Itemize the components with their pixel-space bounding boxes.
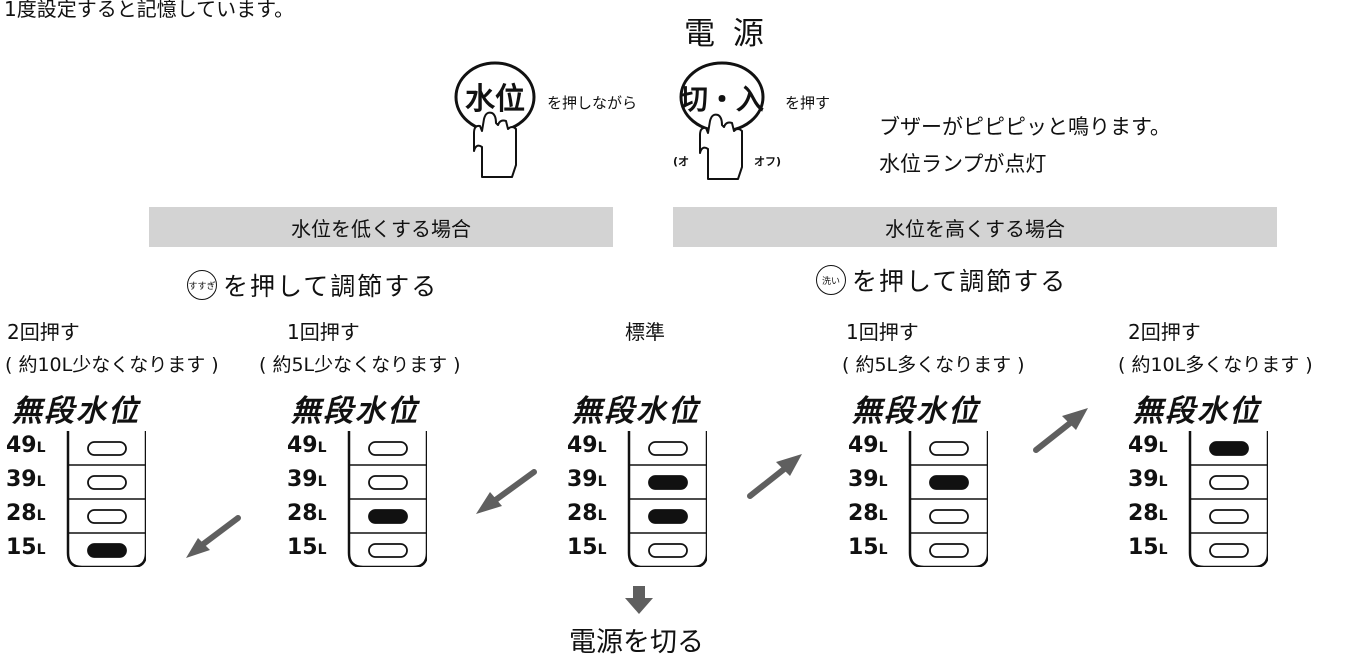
level-label-28: 28L <box>6 501 46 526</box>
lower-level-banner: 水位を低くする場合 <box>149 207 613 247</box>
pressing-hand-icon <box>699 113 743 180</box>
level-label-39: 39L <box>1128 467 1168 492</box>
level-panel-4: 49L 39L 28L 15L <box>848 431 990 569</box>
power-right-label: オフ) <box>754 155 782 168</box>
level-label-39: 39L <box>6 467 46 492</box>
lamp-off-15 <box>929 543 969 558</box>
arrow-down-left-icon <box>476 469 537 514</box>
lamp-off-15 <box>368 543 408 558</box>
higher-instruction-text: を押して調節する <box>852 267 1068 296</box>
panel-title-4: 無段水位 <box>852 394 980 429</box>
panel-title-1: 無段水位 <box>12 394 140 429</box>
press-while-text: を押しながら <box>547 94 638 112</box>
level-label-15: 15L <box>1128 535 1168 560</box>
lamp-off-15 <box>1209 543 1249 558</box>
power-title: 電 源 <box>684 16 768 52</box>
lamp-lit-39 <box>648 475 688 490</box>
lamp-lit-15 <box>87 543 127 558</box>
lamp-off-49 <box>87 441 127 456</box>
lamp-text: 水位ランプが点灯 <box>879 152 1047 176</box>
lamp-off-39 <box>1209 475 1249 490</box>
level-indicator-box <box>908 431 988 567</box>
lower-instruction-text: を押して調節する <box>223 272 439 301</box>
level-label-15: 15L <box>6 535 46 560</box>
lamp-off-49 <box>648 441 688 456</box>
lamp-off-28 <box>87 509 127 524</box>
rinse-button-icon: すすぎ <box>187 270 217 300</box>
panel-note-5: ( 約10L多くなります ) <box>1118 354 1313 376</box>
power-left-label: (オ <box>673 155 690 168</box>
higher-level-banner: 水位を高くする場合 <box>673 207 1277 247</box>
power-button[interactable]: 切・入 <box>672 55 782 185</box>
lamp-lit-28 <box>368 509 408 524</box>
level-panel-3: 49L 39L 28L 15L <box>567 431 709 569</box>
panel-count-4: 1回押す <box>846 320 919 344</box>
level-label-28: 28L <box>287 501 327 526</box>
higher-instruction: 洗い を押して調節する <box>816 262 1067 298</box>
panel-count-1: 2回押す <box>7 320 80 344</box>
level-panel-1: 49L 39L 28L 15L <box>6 431 148 569</box>
lamp-lit-28 <box>648 509 688 524</box>
lamp-lit-39 <box>929 475 969 490</box>
panel-count-5: 2回押す <box>1128 320 1201 344</box>
arrow-up-right-icon <box>1033 408 1088 453</box>
panel-count-2: 1回押す <box>287 320 360 344</box>
level-label-28: 28L <box>567 501 607 526</box>
level-label-49: 49L <box>1128 433 1168 458</box>
lower-instruction: すすぎ を押して調節する <box>187 267 438 303</box>
water-level-button[interactable]: 水位 <box>452 55 542 185</box>
level-label-39: 39L <box>848 467 888 492</box>
arrow-down-icon <box>625 586 653 614</box>
level-label-49: 49L <box>287 433 327 458</box>
panel-title-2: 無段水位 <box>291 394 419 429</box>
panel-count-3: 標準 <box>625 320 665 344</box>
level-indicator-box <box>347 431 427 567</box>
lamp-off-49 <box>368 441 408 456</box>
wash-button-icon: 洗い <box>816 265 846 295</box>
lamp-lit-49 <box>1209 441 1249 456</box>
level-indicator-box <box>66 431 146 567</box>
level-label-39: 39L <box>287 467 327 492</box>
press-text: を押す <box>785 94 831 112</box>
level-indicator-box <box>1188 431 1268 567</box>
level-label-39: 39L <box>567 467 607 492</box>
panel-note-4: ( 約5L多くなります ) <box>842 354 1025 376</box>
level-panel-2: 49L 39L 28L 15L <box>287 431 429 569</box>
lamp-off-39 <box>368 475 408 490</box>
panel-title-3: 無段水位 <box>572 394 700 429</box>
panel-note-2: ( 約5L少なくなります ) <box>259 354 461 376</box>
lamp-off-49 <box>929 441 969 456</box>
top-note: 1度設定すると記憶しています。 <box>4 0 295 21</box>
lamp-off-15 <box>648 543 688 558</box>
pressing-hand-icon <box>473 111 517 178</box>
panel-note-1: ( 約10L少なくなります ) <box>5 354 219 376</box>
lamp-off-28 <box>929 509 969 524</box>
level-label-49: 49L <box>848 433 888 458</box>
buzzer-text: ブザーがピピピッと鳴ります。 <box>879 115 1171 139</box>
power-off-label: 電源を切る <box>569 627 704 658</box>
water-level-button-label: 水位 <box>465 82 525 117</box>
level-label-15: 15L <box>848 535 888 560</box>
arrow-up-right-icon <box>747 454 802 499</box>
level-indicator-box <box>627 431 707 567</box>
lamp-off-28 <box>1209 509 1249 524</box>
level-panel-5: 49L 39L 28L 15L <box>1128 431 1270 569</box>
level-label-28: 28L <box>1128 501 1168 526</box>
panel-title-5: 無段水位 <box>1133 394 1261 429</box>
level-label-49: 49L <box>567 433 607 458</box>
level-label-15: 15L <box>567 535 607 560</box>
power-button-label: 切・入 <box>680 83 764 116</box>
lamp-off-39 <box>87 475 127 490</box>
level-label-15: 15L <box>287 535 327 560</box>
level-label-28: 28L <box>848 501 888 526</box>
level-label-49: 49L <box>6 433 46 458</box>
arrow-down-left-icon <box>186 515 241 558</box>
